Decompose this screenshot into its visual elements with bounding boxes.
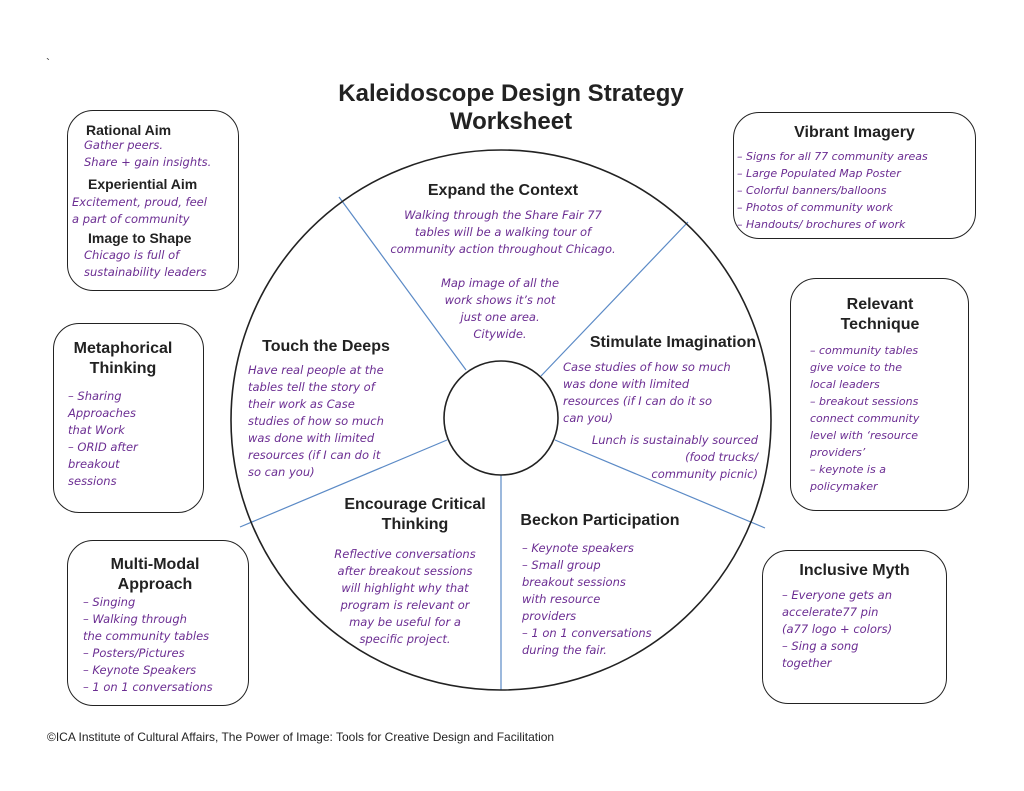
touch-deeps-heading: Touch the Deeps: [262, 338, 390, 355]
vibrant-imagery-heading: Vibrant Imagery: [794, 124, 915, 141]
spoke-right: [554, 439, 766, 529]
spoke-left: [239, 439, 448, 528]
metaphorical-thinking-text: – Sharing Approaches that Work – ORID af…: [68, 389, 138, 488]
inclusive-myth-text: – Everyone gets an accelerate77 pin (a77…: [782, 588, 893, 670]
encourage-critical-thinking-text: Reflective conversations after breakout …: [334, 547, 476, 646]
inner-circle: [443, 360, 559, 476]
outer-circle: [230, 149, 772, 691]
expand-context-map-text: Map image of all the work shows it’s not…: [440, 276, 560, 341]
stimulate-imagination-text: Case studies of how so much was done wit…: [563, 360, 731, 425]
vibrant-imagery-box: [733, 112, 976, 239]
inclusive-myth-heading: Inclusive Myth: [799, 562, 910, 579]
experiential-aim-heading: Experiential Aim: [88, 176, 198, 192]
spoke-top-left: [338, 196, 467, 371]
tick-mark: `: [46, 56, 50, 70]
expand-context-text: Walking through the Share Fair 77 tables…: [390, 208, 616, 256]
multi-modal-text: – Singing – Walking through the communit…: [83, 595, 213, 694]
relevant-technique-heading: Relevant Technique: [840, 296, 920, 333]
inclusive-myth-box: [762, 550, 947, 704]
page-title: Kaleidoscope Design Strategy Worksheet: [300, 80, 722, 136]
touch-deeps-text: Have real people at the tables tell the …: [248, 363, 384, 479]
beckon-participation-heading: Beckon Participation: [520, 512, 680, 529]
multi-modal-box: [67, 540, 249, 706]
title-line-2: Worksheet: [449, 108, 573, 135]
vibrant-imagery-text: – Signs for all 77 community areas – Lar…: [737, 150, 928, 231]
rational-aim-text: Gather peers. Share + gain insights.: [84, 138, 212, 169]
metaphorical-thinking-heading: Metaphorical Thinking: [73, 340, 173, 377]
footer-copyright: ©ICA Institute of Cultural Affairs, The …: [47, 730, 555, 744]
relevant-technique-text: – community tables give voice to the loc…: [810, 344, 920, 493]
stimulate-imagination-lunch-text: Lunch is sustainably sourced (food truck…: [591, 433, 758, 481]
metaphorical-thinking-box: [53, 323, 204, 513]
title-line-1: Kaleidoscope Design Strategy: [338, 80, 684, 107]
expand-context-heading: Expand the Context: [427, 182, 579, 199]
image-to-shape-text: Chicago is full of sustainability leader…: [84, 248, 207, 279]
stimulate-imagination-heading: Stimulate Imagination: [589, 334, 757, 351]
spoke-top-right: [540, 221, 689, 377]
relevant-technique-box: [790, 278, 969, 511]
rational-aim-heading: Rational Aim: [86, 122, 172, 138]
image-to-shape-heading: Image to Shape: [88, 230, 192, 246]
beckon-participation-text: – Keynote speakers – Small group breakou…: [522, 541, 652, 657]
encourage-critical-thinking-heading: Encourage Critical Thinking: [344, 496, 486, 533]
multi-modal-heading: Multi-Modal Approach: [110, 556, 200, 593]
aims-box: [67, 110, 239, 291]
experiential-aim-text: Excitement, proud, feel a part of commun…: [72, 195, 207, 226]
